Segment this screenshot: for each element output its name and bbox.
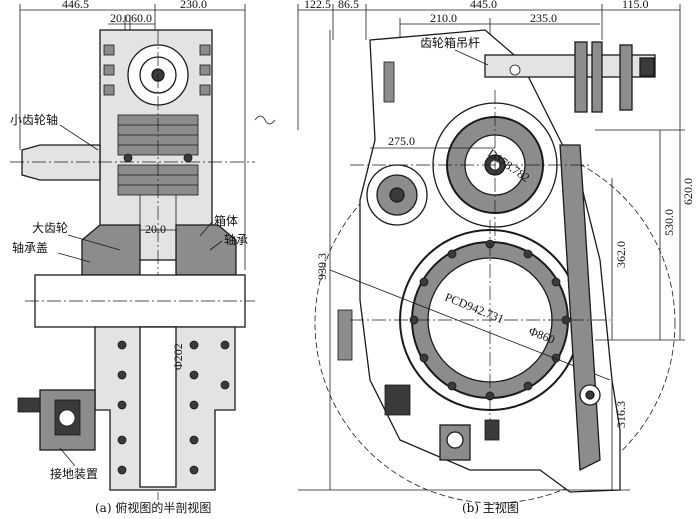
dim-20-a: 20.0 [110,11,131,25]
caption-a: (a) 俯视图的半剖视图 [95,500,211,515]
dim-275: 275.0 [388,134,415,148]
dim-122-5: 122.5 [304,0,331,11]
hanger-rod [484,54,656,78]
label-pinion-shaft: 小齿轮轴 [10,112,58,127]
dim-446-5: 446.5 [62,0,89,11]
dim-939-3: 939.3 [315,253,329,280]
left-view: 446.5 230.0 20.0 60.0 [10,0,276,515]
big-gear-right [175,224,237,276]
label-bearing-cover: 轴承盖 [12,240,48,255]
dim-620: 620.0 [681,178,695,205]
label-grounding: 接地装置 [50,466,98,481]
dim-316-3: 316.3 [614,401,628,428]
dim-210: 210.0 [430,11,457,25]
dim-530: 530.0 [662,209,676,236]
label-bearing: 轴承 [224,232,248,247]
right-view: 122.5 86.5 445.0 115.0 210.0 235.0 齿轮箱吊杆… [297,0,695,515]
label-big-gear: 大齿轮 [32,221,68,235]
dim-230: 230.0 [180,0,207,11]
dim-445: 445.0 [470,0,497,11]
bottom-bracket [439,424,471,461]
dim-115: 115.0 [622,0,649,11]
dim-60: 60.0 [131,11,152,25]
dim-362: 362.0 [614,241,628,268]
dim-86-5: 86.5 [338,0,359,11]
label-hanger-rod: 齿轮箱吊杆 [420,35,480,50]
dim-235: 235.0 [530,11,557,25]
label-housing: 箱体 [214,213,238,228]
pinion-shaft-stub [21,144,101,181]
caption-b: (b) 主视图 [462,500,519,515]
big-gear-left [81,224,141,276]
dim-phi202: Φ202 [171,343,185,370]
dim-20-b: 20.0 [145,222,166,236]
